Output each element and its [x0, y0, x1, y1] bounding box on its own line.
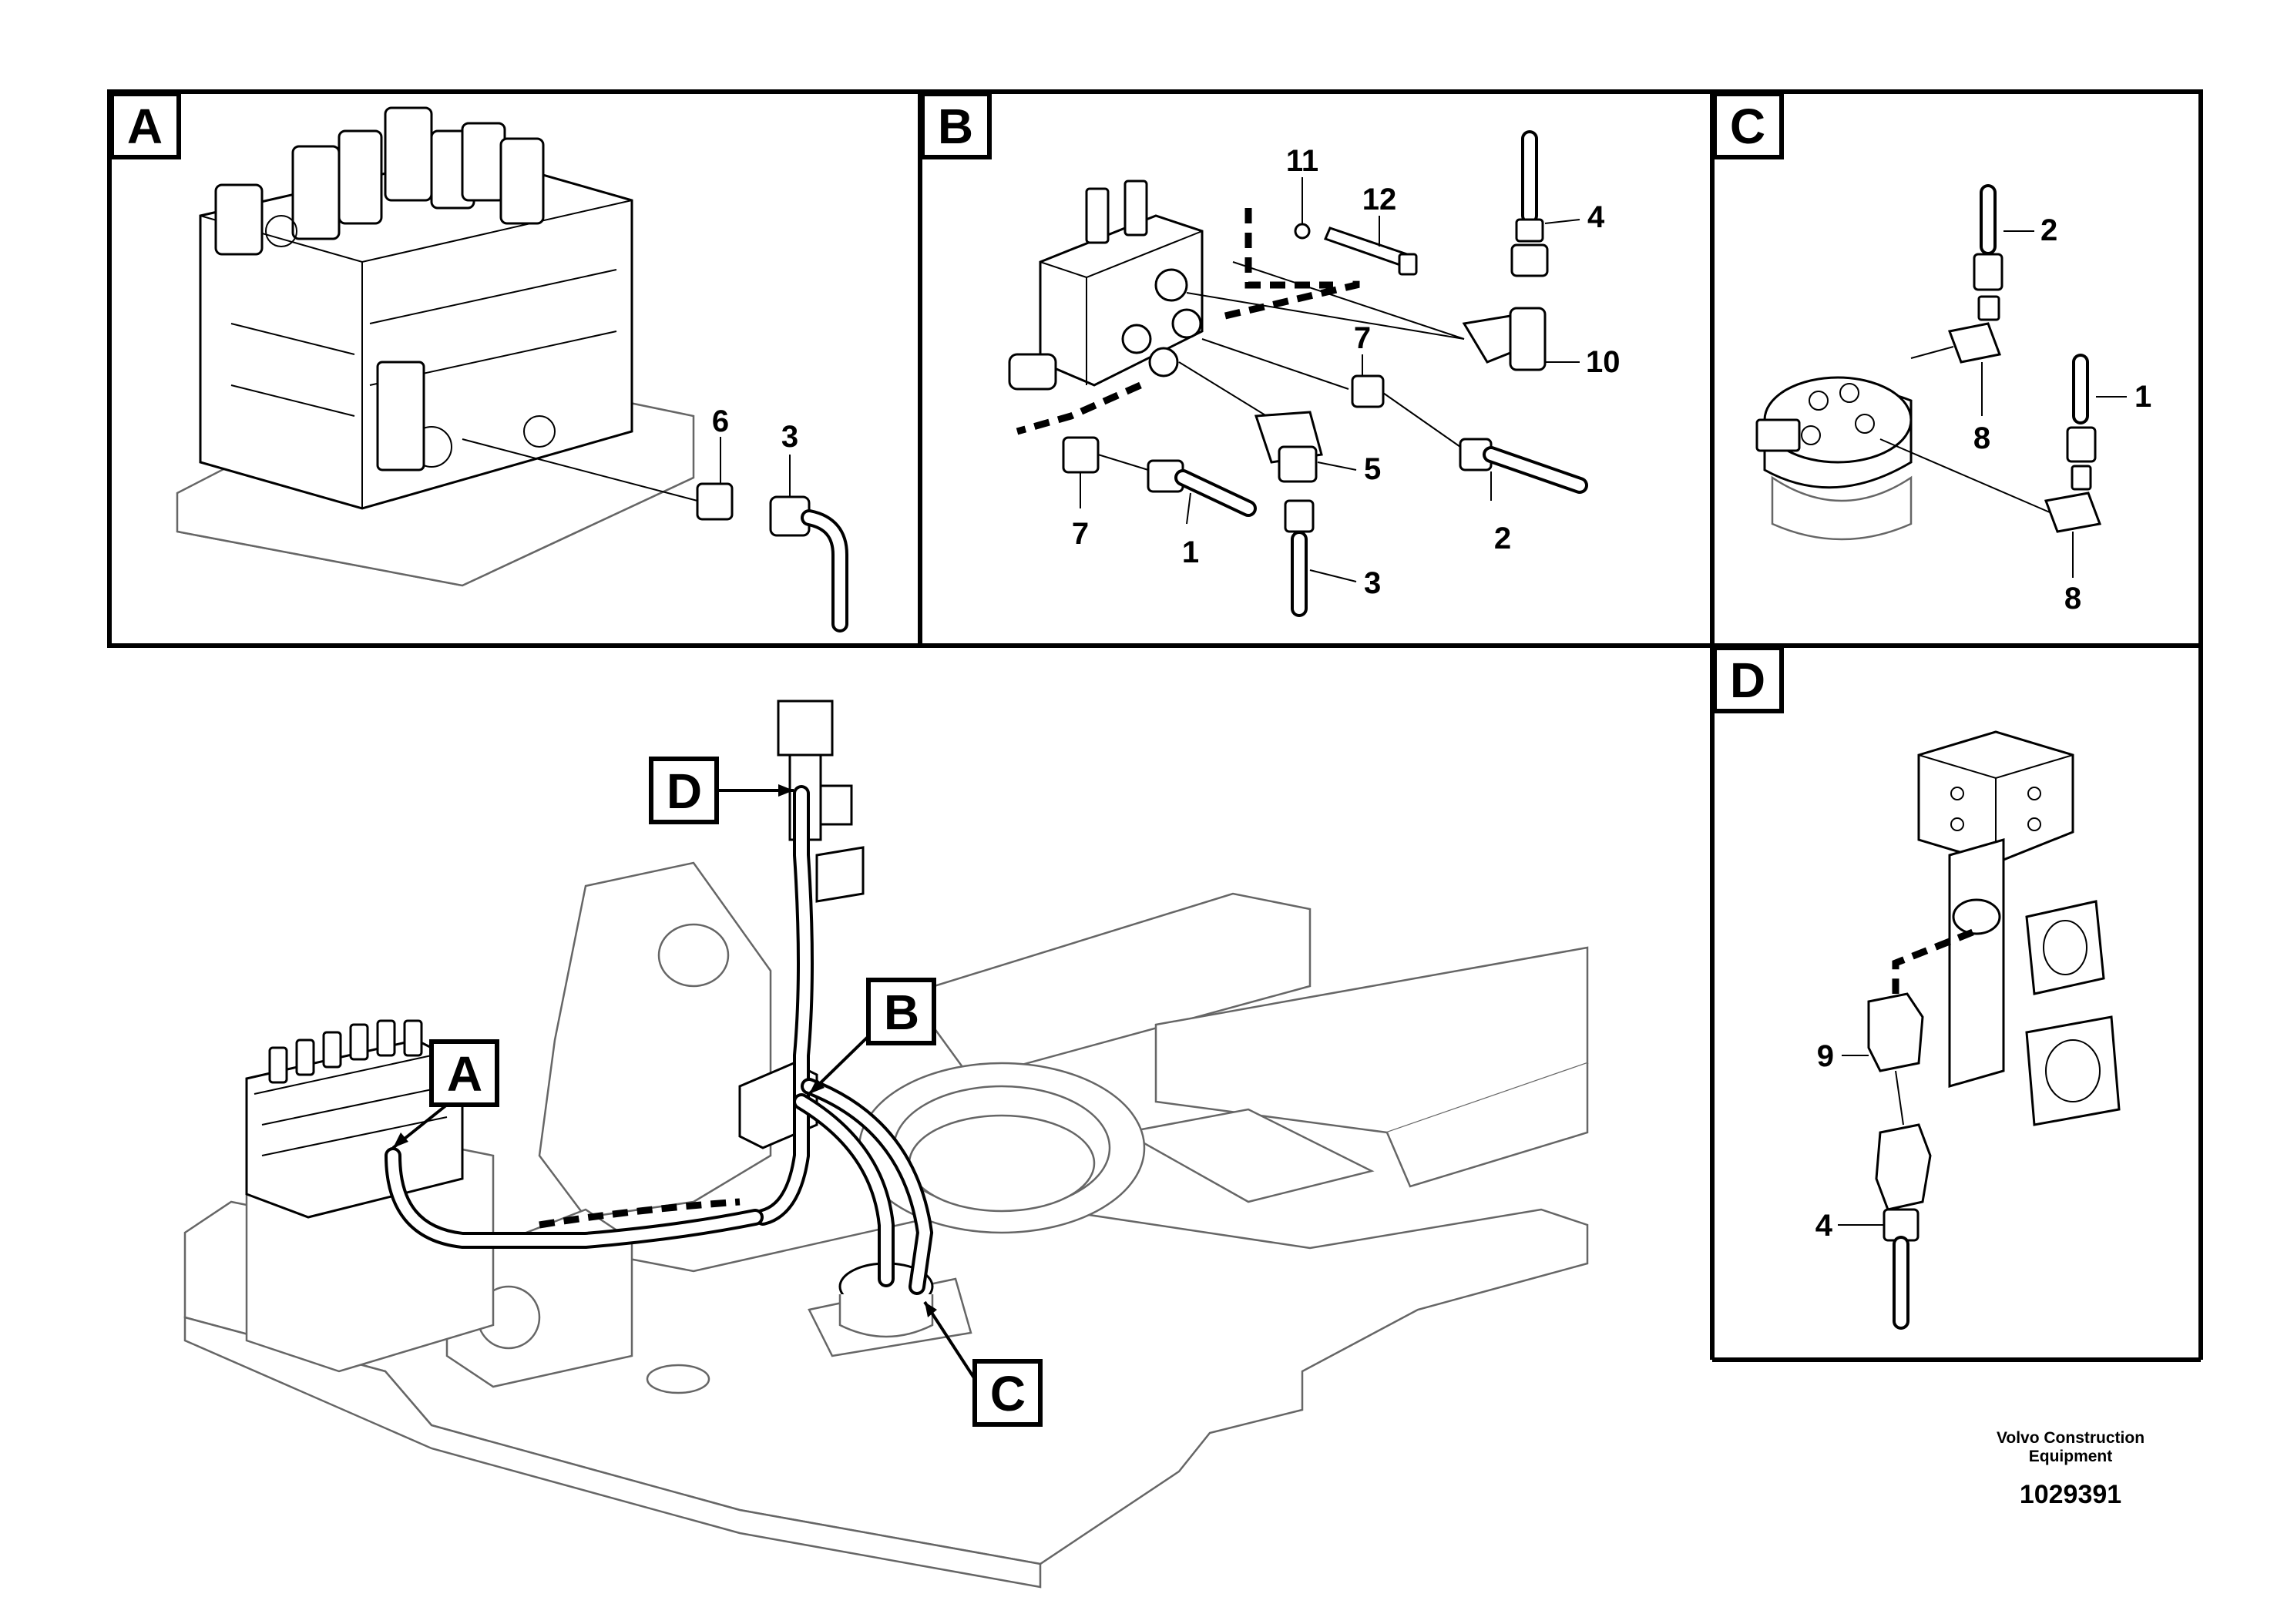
- panel-b-tag: B: [920, 92, 992, 159]
- panel-a-drawing: 6 3: [176, 106, 848, 632]
- panel-c-label-8-top: 8: [1973, 421, 1990, 455]
- panel-d-label-9: 9: [1817, 1039, 1834, 1073]
- panel-a-label-6: 6: [712, 404, 729, 438]
- panel-b-label-12: 12: [1362, 183, 1397, 216]
- panel-b-label-10: 10: [1586, 345, 1621, 379]
- panel-b-label-5: 5: [1364, 452, 1381, 486]
- footer-brand-block: Volvo Construction Equipment 1029391: [1955, 1429, 2186, 1510]
- footer-brand-line1: Volvo Construction: [1996, 1429, 2145, 1447]
- footer-doc-number: 1029391: [2019, 1480, 2122, 1509]
- callout-c: C: [923, 1300, 1043, 1427]
- panel-a-tag: A: [109, 92, 181, 159]
- panel-b-label-7-right: 7: [1354, 321, 1371, 355]
- panel-b-label-7-left: 7: [1072, 517, 1089, 551]
- footer-brand-line2: Equipment: [2028, 1448, 2113, 1465]
- callout-a: A: [391, 1039, 499, 1149]
- panel-b-drawing: 11 12 4 7 10 5 7 1 3 2: [1008, 130, 1621, 617]
- panel-b-label-1: 1: [1182, 535, 1199, 569]
- callout-c-letter: C: [990, 1366, 1026, 1421]
- panel-c-label-8-bottom: 8: [2064, 582, 2081, 616]
- panel-d-drawing: 9 4: [1815, 730, 2121, 1330]
- panel-d-label-4: 4: [1815, 1209, 1833, 1243]
- panel-c-letter: C: [1730, 99, 1765, 154]
- panel-frames: [107, 89, 2203, 1362]
- panel-b-letter: B: [938, 99, 973, 154]
- panel-a-letter: A: [127, 99, 163, 154]
- callout-d: D: [649, 757, 794, 824]
- panel-d-tag: D: [1712, 646, 1784, 713]
- panel-a-label-3: 3: [781, 420, 798, 454]
- panel-c-label-1: 1: [2134, 380, 2151, 414]
- panel-b-label-3: 3: [1364, 566, 1381, 600]
- panel-b-label-11: 11: [1286, 144, 1318, 178]
- panel-c-drawing: 2 1 8 8: [1755, 184, 2151, 616]
- panel-b-label-4: 4: [1587, 200, 1605, 234]
- panel-c-label-2: 2: [2040, 213, 2057, 247]
- callout-b-letter: B: [884, 985, 919, 1040]
- main-frame-drawing: [183, 700, 1589, 1589]
- panel-c-tag: C: [1712, 92, 1784, 159]
- callout-d-letter: D: [667, 763, 702, 819]
- callout-a-letter: A: [447, 1046, 482, 1102]
- panel-d-letter: D: [1730, 653, 1765, 708]
- panel-b-label-2: 2: [1494, 522, 1511, 555]
- callout-b: B: [808, 978, 936, 1096]
